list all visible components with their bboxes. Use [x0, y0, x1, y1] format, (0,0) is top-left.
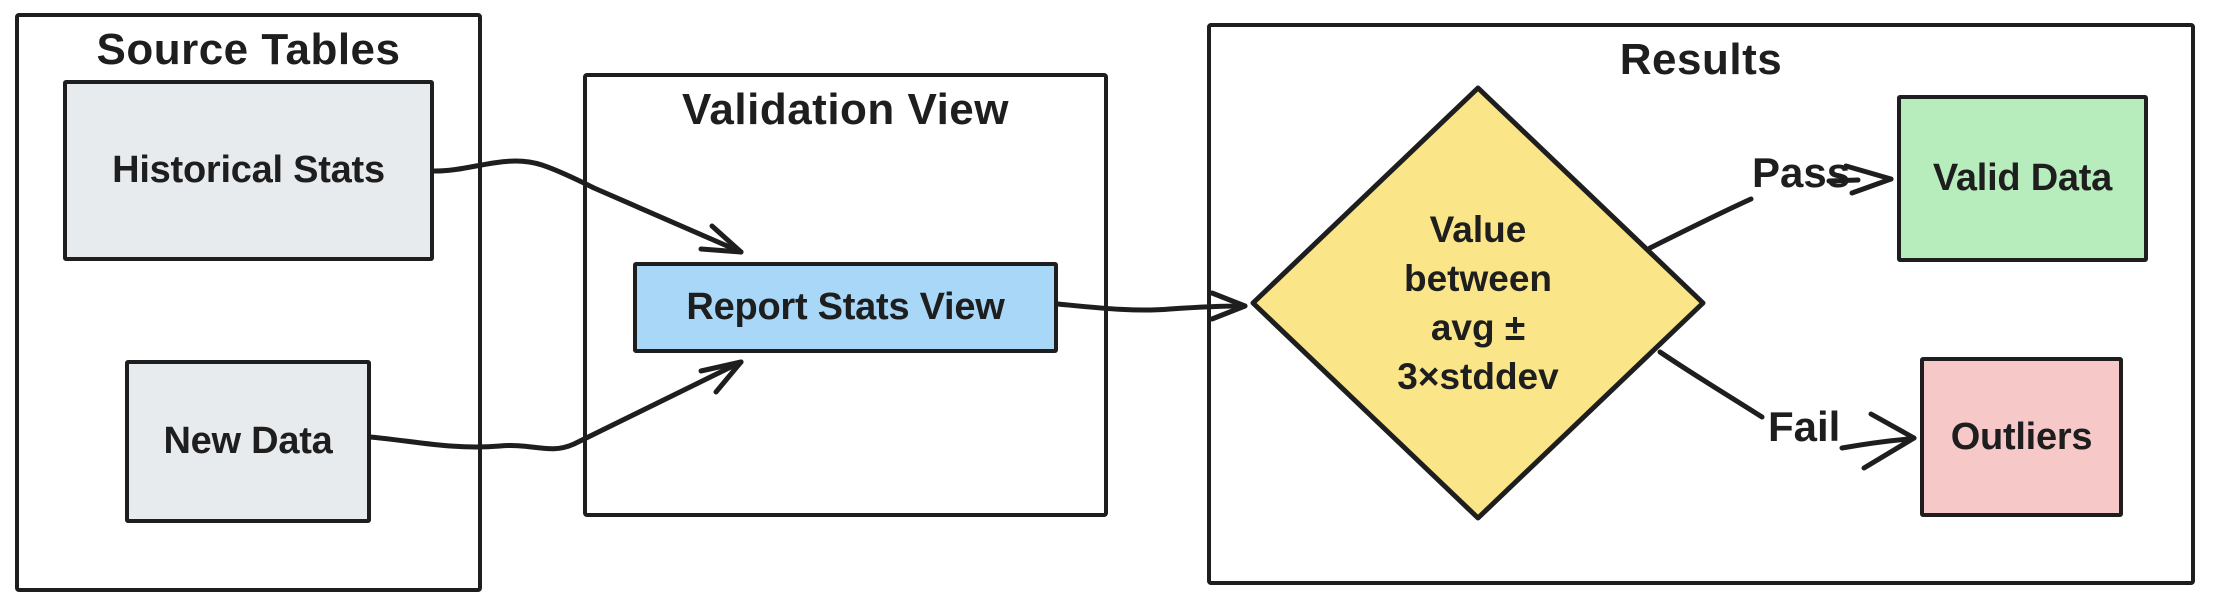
node-outliers: Outliers: [1920, 357, 2123, 517]
decision-line-4: 3×stddev: [1397, 356, 1559, 397]
group-title-results: Results: [1619, 35, 1783, 84]
node-report-stats-view: Report Stats View: [633, 262, 1058, 353]
node-historical-stats: Historical Stats: [63, 80, 434, 261]
decision-line-1: Value: [1429, 209, 1527, 250]
node-valid-data: Valid Data: [1897, 95, 2148, 262]
node-report-stats-view-label: Report Stats View: [686, 286, 1005, 328]
decision-line-3: avg ±: [1430, 307, 1526, 348]
group-title-source-tables: Source Tables: [96, 25, 401, 74]
node-historical-stats-label: Historical Stats: [112, 149, 385, 191]
decision-line-2: between: [1403, 258, 1553, 299]
edge-label-fail: Fail: [1768, 403, 1841, 450]
edge-label-pass: Pass: [1752, 149, 1851, 196]
group-source-tables: Source Tables: [15, 13, 482, 592]
node-new-data: New Data: [125, 360, 371, 523]
group-title-validation-view: Validation View: [681, 85, 1009, 134]
node-new-data-label: New Data: [163, 420, 333, 462]
node-decision-label: Value between avg ± 3×stddev: [1253, 87, 1703, 519]
group-validation-view: Validation View: [583, 73, 1108, 517]
node-outliers-label: Outliers: [1950, 415, 2093, 458]
node-valid-data-label: Valid Data: [1932, 157, 2113, 199]
